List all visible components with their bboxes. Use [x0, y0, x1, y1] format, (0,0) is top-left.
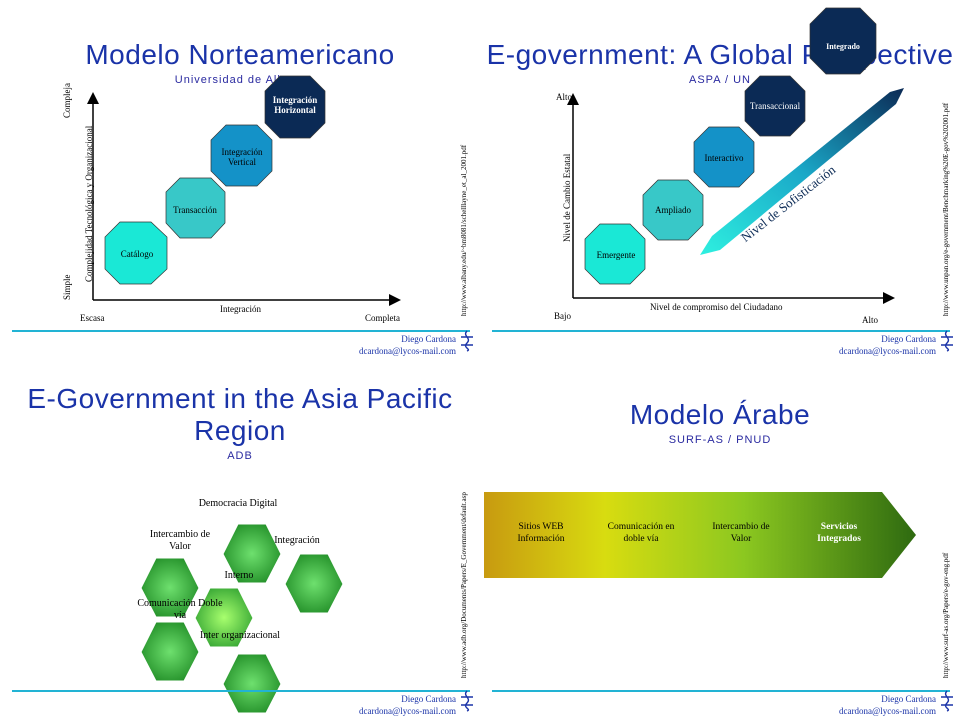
y-axis-low: Simple — [62, 274, 72, 300]
stage-octagon-transaccional — [744, 75, 806, 137]
slide-title-line2: Region — [194, 415, 286, 446]
stage-octagon-interactivo — [693, 126, 755, 188]
footer-line — [12, 690, 470, 692]
hexagon-label: Intercambio de Valor — [149, 529, 211, 552]
y-axis-low: Bajo — [554, 311, 571, 321]
slide-title: Modelo Norteamericano — [85, 39, 395, 70]
stage-octagon-integrado — [809, 7, 877, 75]
footer-line — [492, 690, 950, 692]
footer-email: dcardona@lycos-mail.com — [838, 346, 936, 356]
y-axis-high: Alto — [556, 92, 573, 102]
logo-icon — [941, 330, 953, 352]
slide-asia-pacific: E-Government in the Asia Pacific Region … — [0, 360, 480, 720]
stage-label: Integrado — [826, 42, 860, 51]
y-axis-high: Compleja — [62, 83, 72, 118]
stage-octagon-integracion-horizontal — [264, 75, 326, 139]
hexagon-center — [194, 587, 254, 648]
stage-label: Ampliado — [655, 205, 691, 215]
stage-octagon-integracion-vertical — [210, 124, 273, 187]
hexagon-lower-left — [140, 621, 200, 682]
footer-email: dcardona@lycos-mail.com — [358, 346, 456, 356]
slide-subtitle: ADB — [227, 450, 253, 462]
footer-name: Diego Cardona — [401, 334, 456, 344]
x-axis-high: Completa — [365, 313, 400, 323]
footer-line — [12, 330, 470, 332]
slide-modelo-arabe: Modelo Árabe SURF-AS / PNUD Sitios WEB I… — [480, 360, 960, 720]
hexagon-label: Integración — [274, 535, 320, 546]
stage-diagram — [87, 75, 401, 306]
stage-label: Transacción — [173, 205, 217, 215]
slide-subtitle: Universidad de Albany — [174, 74, 306, 86]
footer-email: dcardona@lycos-mail.com — [358, 706, 456, 716]
stage-label: Catálogo — [120, 249, 154, 259]
stage-label: Interactivo — [704, 153, 744, 163]
stage-octagon-ampliado — [642, 179, 704, 241]
hexagon-label: Interno — [224, 570, 254, 581]
stage-label: Integración Vertical — [221, 147, 263, 167]
footer-email: dcardona@lycos-mail.com — [838, 706, 936, 716]
hexagon-label: Democracia Digital — [198, 498, 278, 509]
stage-label: Sitios WEB Información — [517, 522, 565, 544]
x-axis-label: Integración — [220, 304, 261, 314]
stage-octagon-catalogo — [104, 221, 168, 285]
stage-label: Emergente — [596, 250, 636, 260]
hexagon-upper-left — [140, 557, 200, 618]
hexagon-upper-right — [284, 553, 344, 614]
stage-diagram — [567, 7, 904, 304]
x-axis-high: Alto — [862, 315, 879, 325]
stage-label: Servicios Integrados — [817, 522, 861, 544]
logo-icon — [461, 690, 473, 712]
stage-arrow — [484, 492, 916, 578]
stage-octagon-transaccion — [165, 177, 226, 239]
slide-e-government-global: E-government: A Global Perspective ASPA … — [480, 0, 960, 360]
stage-label: Transaccional — [749, 101, 801, 111]
slide-modelo-norteamericano: Modelo Norteamericano Universidad de Alb… — [0, 0, 480, 360]
slide-title: Modelo Árabe — [629, 399, 811, 430]
source-url: http://www.adb.org/Documents/Papers/E_Go… — [460, 492, 468, 678]
footer-line — [492, 330, 950, 332]
stage-label: Comunicación en doble vía — [607, 522, 675, 544]
stage-label: Intercambio de Valor — [712, 522, 770, 544]
source-url: http://www.albany.edu/~bm8081/schelllayn… — [460, 144, 468, 316]
x-axis-low: Escasa — [80, 313, 105, 323]
source-url: http://www.unpan.org/e-government/Benchm… — [942, 102, 950, 316]
footer-name: Diego Cardona — [881, 334, 936, 344]
stage-label: Integración Horizontal — [272, 95, 318, 115]
hexagon-top — [222, 523, 282, 584]
slide-subtitle: ASPA / UN — [689, 74, 751, 86]
slide-subtitle: SURF-AS / PNUD — [668, 434, 772, 446]
hexagon-diagram — [140, 523, 344, 714]
hexagon-label: Inter organizacional — [199, 630, 281, 641]
footer-name: Diego Cardona — [881, 694, 936, 704]
logo-icon — [461, 330, 473, 352]
x-axis-label: Nivel de compromiso del Ciudadano — [650, 302, 783, 312]
stage-arrow-diagram — [484, 492, 916, 578]
y-axis-label: Complejidad Tecnológica y Organizacional — [84, 125, 94, 282]
source-url: http://www.surf-as.org/Papers/e-gov-eng.… — [942, 552, 950, 678]
hexagon-bottom — [222, 653, 282, 714]
footer-name: Diego Cardona — [401, 694, 456, 704]
slide-title: E-Government in the Asia Pacific — [27, 383, 453, 414]
stage-octagon-emergente — [584, 223, 646, 285]
y-axis-label: Nivel de Cambio Estatal — [562, 153, 572, 242]
logo-icon — [941, 690, 953, 712]
sophistication-arrow — [700, 88, 904, 255]
hexagon-label: Comunicación Doble vía — [137, 598, 223, 621]
